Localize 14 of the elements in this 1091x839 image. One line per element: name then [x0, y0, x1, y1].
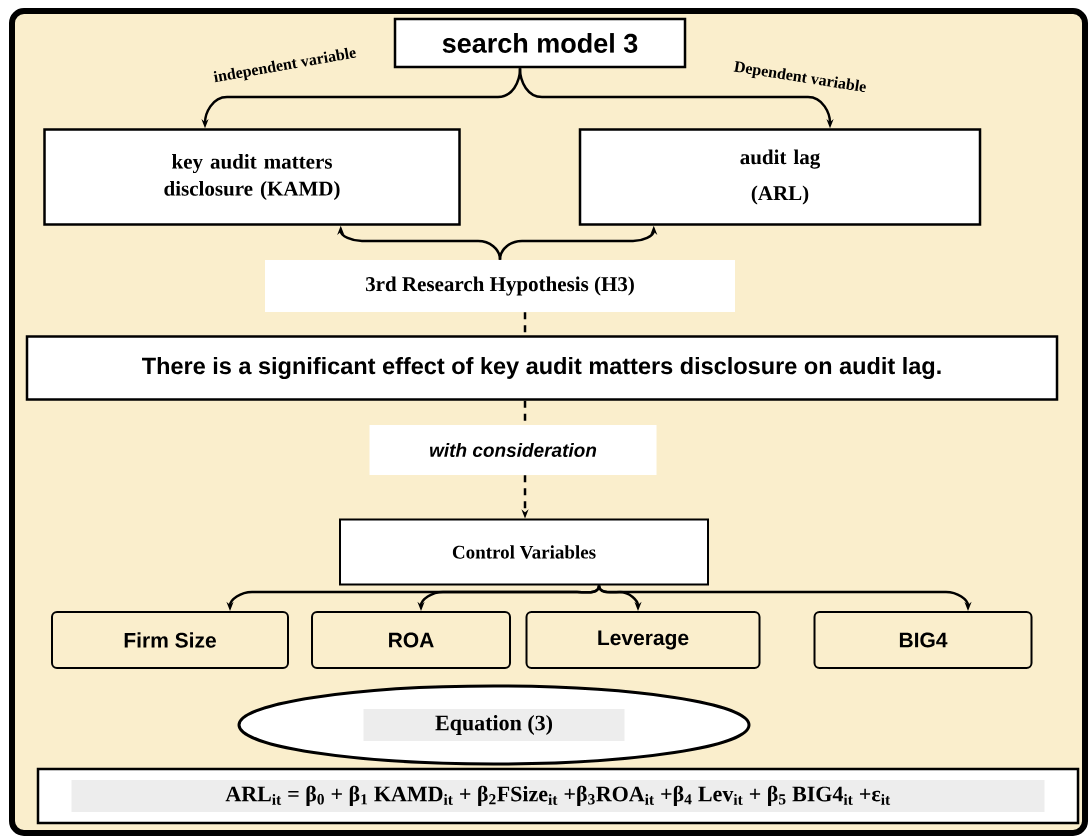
edge-label: independent variable [213, 47, 357, 83]
variable-box: Firm Size [51, 611, 289, 669]
equation-box: ARL$_{it}$ = β$_{0}$ + β$_{1}$ KAMD$_{it}$ + β$_{2}$FSize$_{it}$ +β$_{3}$ROA$_{it}$ +β$_{4}$ Lev$_{it}$ + β$_{5}$ BIG4$_{it}$ +ε$_{it}$ [36, 767, 1080, 825]
edge-label: Dependent variable [733, 61, 866, 92]
heading-box: Control Variables [339, 518, 709, 586]
variable-box: key audit matters disclosure (KAMD) [43, 128, 461, 226]
hypothesis-label: 3rd Research Hypothesis (H3) [265, 260, 735, 312]
title-box: search model 3 [393, 17, 687, 69]
hypothesis-box: There is a significant effect of key audit matters disclosure on audit lag. [25, 335, 1059, 401]
variable-box: Leverage [525, 611, 761, 669]
text-label: with consideration [369, 425, 657, 475]
variable-box: BIG4 [813, 611, 1033, 669]
variable-box: ROA [311, 611, 511, 669]
variable-box: audit lag (ARL) [578, 128, 982, 226]
